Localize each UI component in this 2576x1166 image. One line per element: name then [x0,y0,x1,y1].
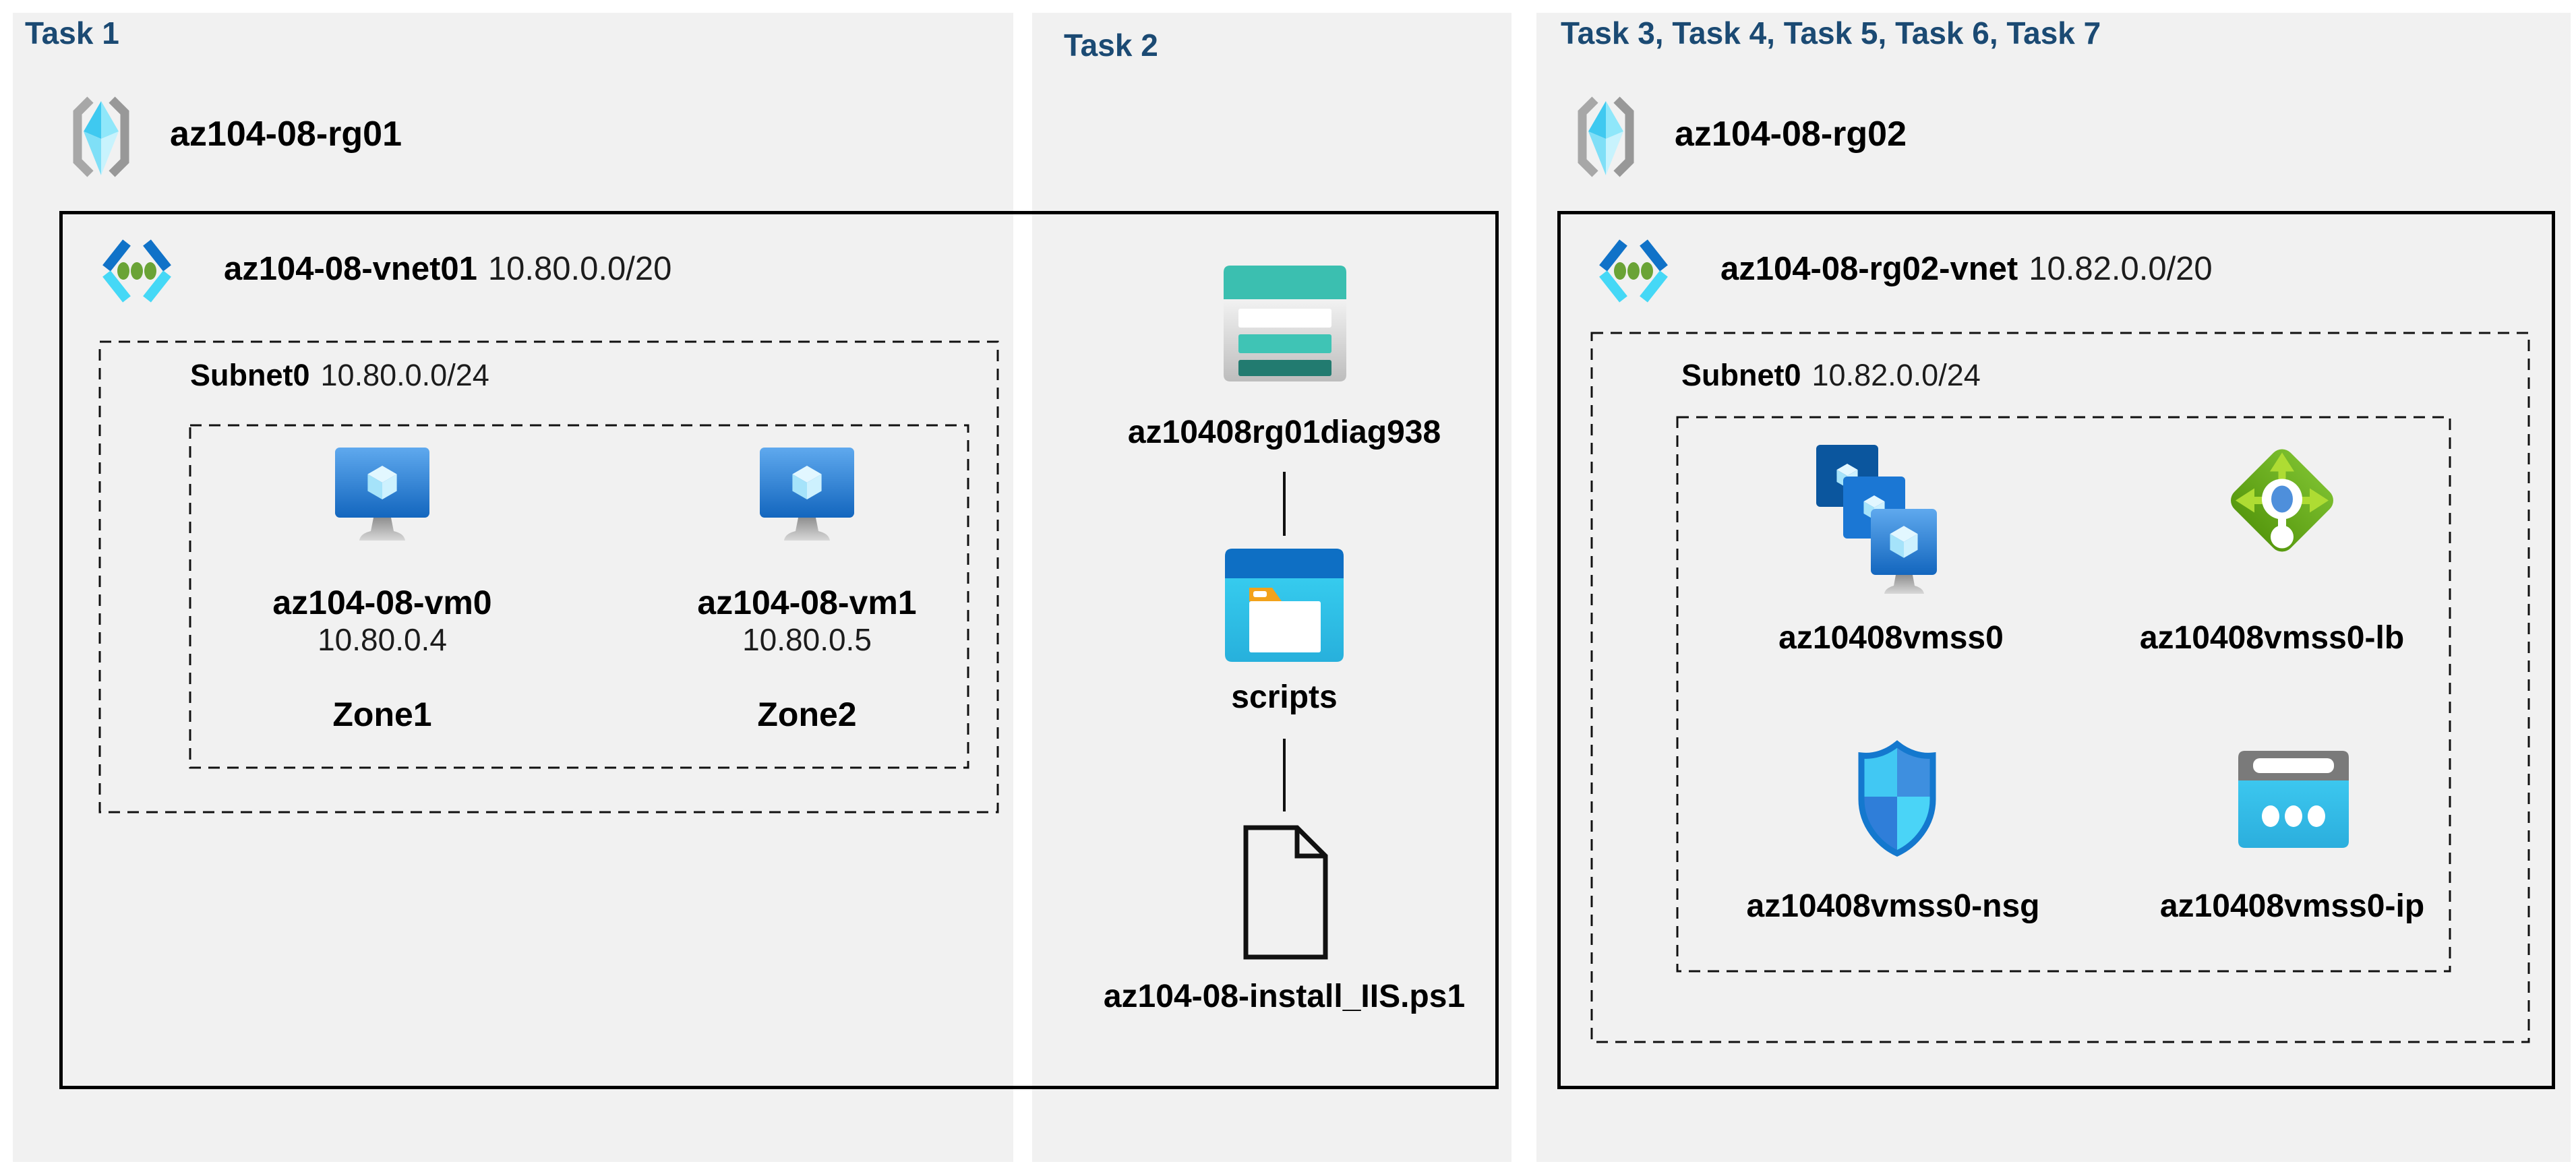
subnet1-name: Subnet0 [190,358,310,392]
vnet1-name: az104-08-vnet01 [224,251,477,287]
vnet2-name: az104-08-rg02-vnet [1720,251,2018,287]
vmss-group-boundary [1676,416,2451,973]
task2-title: Task 2 [1064,28,1158,63]
nsg-name: az10408vmss0-nsg [1746,888,2040,924]
vm1-ip: 10.80.0.5 [742,622,872,657]
virtual-network-icon [1595,237,1672,305]
vm-scale-set-icon [1815,443,1953,599]
vmss-name: az10408vmss0 [1778,620,2004,656]
virtual-network-icon [98,237,175,305]
connector-container-to-file [1283,739,1286,811]
vm1-name: az104-08-vm1 [697,584,917,621]
vm0-ip: 10.80.0.4 [318,622,447,657]
vm0-name: az104-08-vm0 [272,584,492,621]
rg2-name: az104-08-rg02 [1675,115,1907,154]
storage-account-name: az10408rg01diag938 [1127,415,1441,450]
blob-container-icon [1224,547,1345,663]
vnet1-cidr: 10.80.0.0/20 [487,251,672,287]
load-balancer-icon [2218,435,2346,566]
connector-storage-to-container [1283,472,1286,536]
virtual-machine-icon [760,448,854,549]
vnet1-boundary [59,211,1499,1089]
lb-name: az10408vmss0-lb [2139,620,2405,656]
virtual-machine-icon [335,448,429,549]
network-security-group-icon [1853,740,1942,859]
subnet2-name: Subnet0 [1681,358,1801,392]
task3-title: Task 3, Task 4, Task 5, Task 6, Task 7 [1561,16,2101,51]
public-ip-icon [2237,749,2350,849]
storage-account-icon [1222,264,1348,383]
subnet2-cidr: 10.82.0.0/24 [1811,358,1981,392]
vm1-zone: Zone2 [757,696,857,733]
script-file-name: az104-08-install_IIS.ps1 [1103,979,1466,1014]
panel-task1 [13,13,1013,1162]
subnet1-cidr: 10.80.0.0/24 [320,358,489,392]
vm0-zone: Zone1 [332,696,432,733]
public-ip-name: az10408vmss0-ip [2159,888,2425,924]
subnet2-boundary [1590,332,2530,1043]
vm-group-boundary [189,424,969,769]
vnet2-boundary [1557,211,2555,1089]
vnet2-cidr: 10.82.0.0/20 [2029,251,2213,287]
container-name: scripts [1231,679,1338,715]
task1-title: Task 1 [25,16,119,51]
script-file-icon [1239,824,1331,961]
resource-group-icon [1571,93,1641,181]
resource-group-icon [66,93,136,181]
rg1-name: az104-08-rg01 [170,115,402,154]
subnet1-boundary [98,340,999,814]
